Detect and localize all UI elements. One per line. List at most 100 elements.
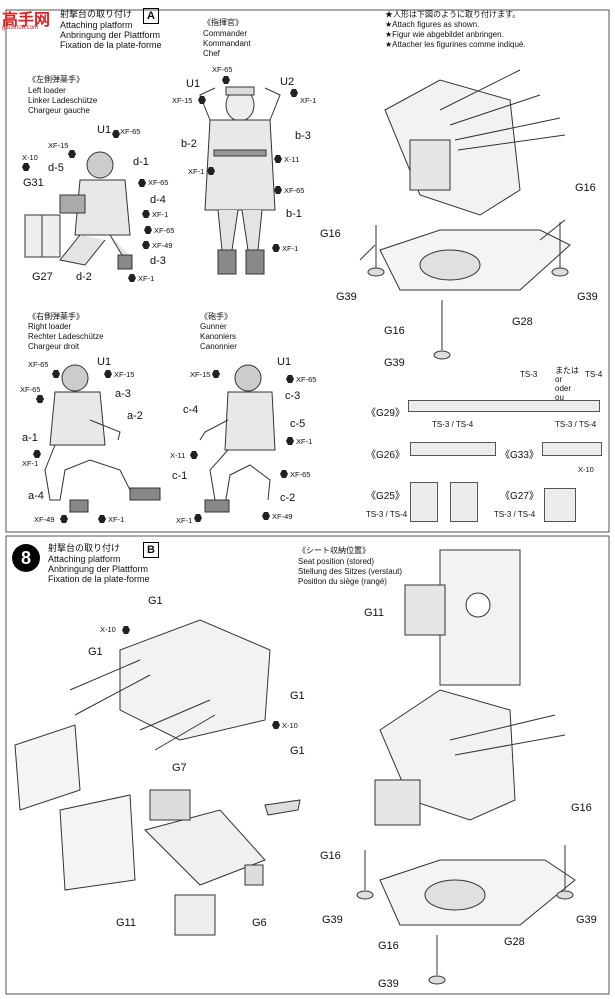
left-loader-de: Linker Ladeschütze <box>28 96 98 105</box>
seat-or-jp: または <box>555 366 579 375</box>
paint-icon <box>68 150 76 158</box>
step-a-title-en: Attaching platform <box>60 20 133 30</box>
seat-or-en: or <box>555 375 563 384</box>
gunner-en: Gunner <box>200 322 227 331</box>
seat-x10: X-10 <box>578 465 594 474</box>
commander-xf65: XF-65 <box>212 65 233 74</box>
paint-icon <box>272 721 280 729</box>
note-de: ★Figur wie abgebildet anbringen. <box>385 30 504 39</box>
logo: 高手网 <box>2 12 51 29</box>
left-loader-xf65b: XF-65 <box>148 178 169 187</box>
right-loader-jp: 《右側弾薬手》 <box>28 312 84 321</box>
left-loader-xf65c: XF-65 <box>154 226 175 235</box>
left-loader-d3: d-3 <box>150 255 166 267</box>
step8-x10-a: X-10 <box>100 625 116 634</box>
left-loader-g27: G27 <box>32 271 53 283</box>
paint-icon <box>286 375 294 383</box>
right-loader-xf49: XF-49 <box>34 515 55 524</box>
left-loader-x10: X-10 <box>22 153 38 162</box>
note-fr: ★Attacher les figurines comme indiqué. <box>385 40 526 49</box>
paint-icon <box>190 451 198 459</box>
left-loader-xf49: XF-49 <box>152 241 173 250</box>
left-loader-xf65: XF-65 <box>120 127 141 136</box>
commander-en: Commander <box>203 29 248 38</box>
paint-icon <box>36 395 44 403</box>
left-loader-xf1a: XF-1 <box>152 210 169 219</box>
gunner-xf49: XF-49 <box>272 512 293 521</box>
left-loader-d5: d-5 <box>48 162 64 174</box>
commander-b3: b-3 <box>295 130 311 142</box>
gunner-c4: c-4 <box>183 404 199 416</box>
commander-jp: 《指揮官》 <box>203 18 243 27</box>
paint-icon <box>98 515 106 523</box>
left-loader-g31: G31 <box>23 177 44 189</box>
paint-icon <box>128 274 136 282</box>
paint-icon <box>286 437 294 445</box>
gunner-c2: c-2 <box>280 492 296 504</box>
a-g39-bottom: G39 <box>384 357 405 369</box>
step8-g16-left: G16 <box>320 850 341 862</box>
step-a-title-jp: 射撃台の取り付け <box>60 9 133 19</box>
gunner-c1: c-1 <box>172 470 188 482</box>
gunner-u1: U1 <box>277 356 292 368</box>
commander-b2: b-2 <box>181 138 197 150</box>
left-loader-jp: 《左側弾薬手》 <box>28 75 84 84</box>
commander-xf15: XF-15 <box>172 96 193 105</box>
seat-stored-fr: Position du siège (rangé) <box>298 577 387 586</box>
paint-icon <box>33 450 41 458</box>
left-loader-d4: d-4 <box>150 194 166 206</box>
paint-icon <box>222 76 230 84</box>
gunner-figure <box>199 364 276 513</box>
commander-xf1b: XF-1 <box>188 167 205 176</box>
a-g16-right: G16 <box>575 182 596 194</box>
left-loader-u1: U1 <box>97 124 112 136</box>
gunner-xf15: XF-15 <box>190 370 211 379</box>
step8-g16-bottom: G16 <box>378 940 399 952</box>
step8-g11-top: G11 <box>364 607 384 619</box>
seat-ts3: TS-3 <box>520 370 538 379</box>
seat-g25: 《G25》 <box>366 491 405 502</box>
paint-icon <box>142 210 150 218</box>
step-8-title-jp: 射撃台の取り付け <box>48 543 121 553</box>
gunner-xf1b: XF-1 <box>176 516 193 525</box>
commander-u1: U1 <box>186 78 201 90</box>
step8-g1-b: G1 <box>88 646 103 658</box>
right-loader-a4: a-4 <box>28 490 44 502</box>
left-loader-d1: d-1 <box>133 156 149 168</box>
seat-g25-part <box>410 482 438 522</box>
commander-de: Kommandant <box>203 39 251 48</box>
seat-g26: 《G26》 <box>366 450 405 461</box>
seat-g27-part <box>544 488 576 522</box>
paint-icon <box>22 163 30 171</box>
step-8-title-en: Attaching platform <box>48 554 121 564</box>
step-8-number: 8 <box>12 544 40 572</box>
right-loader-de: Rechter Ladeschütze <box>28 332 104 341</box>
right-loader-fr: Chargeur droit <box>28 342 80 351</box>
seat-stored-jp: 《シート収納位置》 <box>298 546 370 555</box>
left-loader-d2: d-2 <box>76 271 92 283</box>
step8-x10-b: X-10 <box>282 721 298 730</box>
step-8-title-de: Anbringung der Plattform <box>48 564 149 574</box>
seat-ts34-c: TS-3 / TS-4 <box>366 510 408 519</box>
step-8-badge: B <box>143 542 159 558</box>
seat-g27: 《G27》 <box>500 491 539 502</box>
paint-icon <box>112 130 120 138</box>
paint-icon <box>122 626 130 634</box>
paint-icon <box>142 241 150 249</box>
step8-g1-a: G1 <box>148 595 163 607</box>
seat-ts34-a: TS-3 / TS-4 <box>432 420 474 429</box>
step8-g39-right: G39 <box>576 914 597 926</box>
step-8-title-fr: Fixation de la plate-forme <box>48 574 150 584</box>
right-loader-xf15: XF-15 <box>114 370 135 379</box>
right-loader-xf1b: XF-1 <box>108 515 125 524</box>
step8-g39-left: G39 <box>322 914 343 926</box>
right-loader-figure <box>44 364 161 513</box>
right-loader-xf1a: XF-1 <box>22 459 39 468</box>
left-loader-en: Left loader <box>28 86 66 95</box>
gunner-c5: c-5 <box>290 418 306 430</box>
step-a-title-de: Anbringung der Plattform <box>60 30 161 40</box>
paint-icon <box>60 515 68 523</box>
right-loader-a2: a-2 <box>127 410 143 422</box>
step8-g11-bottom: G11 <box>116 917 136 929</box>
step8-g28: G28 <box>504 936 525 948</box>
